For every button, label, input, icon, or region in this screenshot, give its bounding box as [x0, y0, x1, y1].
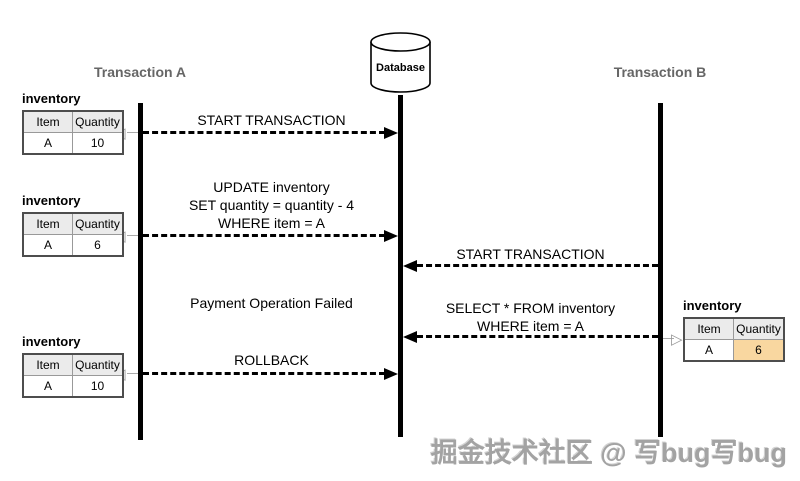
message-arrow-start-transaction-a [143, 131, 385, 134]
table-row: A 10 [22, 375, 124, 398]
lifeline-transaction-a [138, 103, 143, 440]
quantity-cell: 6 [72, 234, 124, 257]
lifeline-transaction-b [658, 103, 663, 437]
message-arrow-select-inventory [417, 335, 658, 338]
column-header: Quantity [72, 212, 124, 235]
table-row: A 10 [22, 132, 124, 155]
arrowhead-right-icon [384, 368, 398, 380]
item-cell: A [22, 132, 73, 155]
message-arrow-start-transaction-b [417, 264, 658, 267]
message-label-start-transaction-b: START TRANSACTION [456, 246, 605, 262]
table-row: A 6 [683, 339, 785, 362]
inventory-table-a-after-rollback: Item Quantity A 10 [22, 353, 124, 398]
message-line: SELECT * FROM inventory [445, 300, 616, 316]
state-connector-line [127, 373, 138, 374]
database-label: Database [376, 62, 425, 74]
quantity-cell-highlighted: 6 [733, 339, 785, 362]
message-label-rollback: ROLLBACK [234, 352, 309, 368]
table-header-row: Item Quantity [22, 353, 124, 376]
column-header: Item [22, 212, 73, 235]
arrowhead-left-icon [403, 260, 417, 272]
inventory-table-a-initial: Item Quantity A 10 [22, 110, 124, 155]
lifeline-database [398, 95, 403, 437]
table-header-row: Item Quantity [22, 212, 124, 235]
watermark: 掘金技术社区 @ 写bug写bug [430, 438, 787, 468]
column-header: Quantity [72, 110, 124, 133]
state-connector-line [127, 235, 138, 236]
open-arrowhead-right-icon: ▷ [671, 331, 683, 348]
message-label-select-inventory: SELECT * FROM inventory WHERE item = A [403, 299, 658, 335]
arrowhead-right-icon [384, 230, 398, 242]
column-header: Item [22, 110, 73, 133]
actor-label-transaction-b: Transaction B [613, 64, 707, 80]
database-icon [369, 31, 432, 95]
inventory-table-title: inventory [683, 298, 742, 313]
message-arrow-rollback [143, 372, 385, 375]
inventory-table-title: inventory [22, 334, 81, 349]
state-connector-line [127, 132, 138, 133]
quantity-cell: 10 [72, 132, 124, 155]
message-arrow-update-inventory [143, 234, 385, 237]
column-header: Quantity [72, 353, 124, 376]
table-row: A 6 [22, 234, 124, 257]
message-line: UPDATE inventory [213, 179, 330, 195]
column-header: Item [683, 317, 734, 340]
message-line: SET quantity = quantity - 4 [188, 197, 355, 213]
note-payment-failed: Payment Operation Failed [190, 295, 353, 311]
arrowhead-left-icon [403, 331, 417, 343]
table-header-row: Item Quantity [22, 110, 124, 133]
inventory-table-title: inventory [22, 91, 81, 106]
arrowhead-right-icon [384, 127, 398, 139]
message-label-update-inventory: UPDATE inventory SET quantity = quantity… [143, 178, 400, 232]
item-cell: A [22, 234, 73, 257]
inventory-table-b-select-result: Item Quantity A 6 [683, 317, 785, 362]
column-header: Item [22, 353, 73, 376]
inventory-table-a-after-update: Item Quantity A 6 [22, 212, 124, 257]
table-header-row: Item Quantity [683, 317, 785, 340]
quantity-cell: 10 [72, 375, 124, 398]
inventory-table-title: inventory [22, 193, 81, 208]
message-line: WHERE item = A [218, 215, 325, 231]
message-label-start-transaction-a: START TRANSACTION [197, 112, 346, 128]
actor-label-transaction-a: Transaction A [93, 64, 187, 80]
message-line: WHERE item = A [477, 318, 584, 334]
column-header: Quantity [733, 317, 785, 340]
state-connector-line [663, 338, 674, 339]
item-cell: A [683, 339, 734, 362]
item-cell: A [22, 375, 73, 398]
